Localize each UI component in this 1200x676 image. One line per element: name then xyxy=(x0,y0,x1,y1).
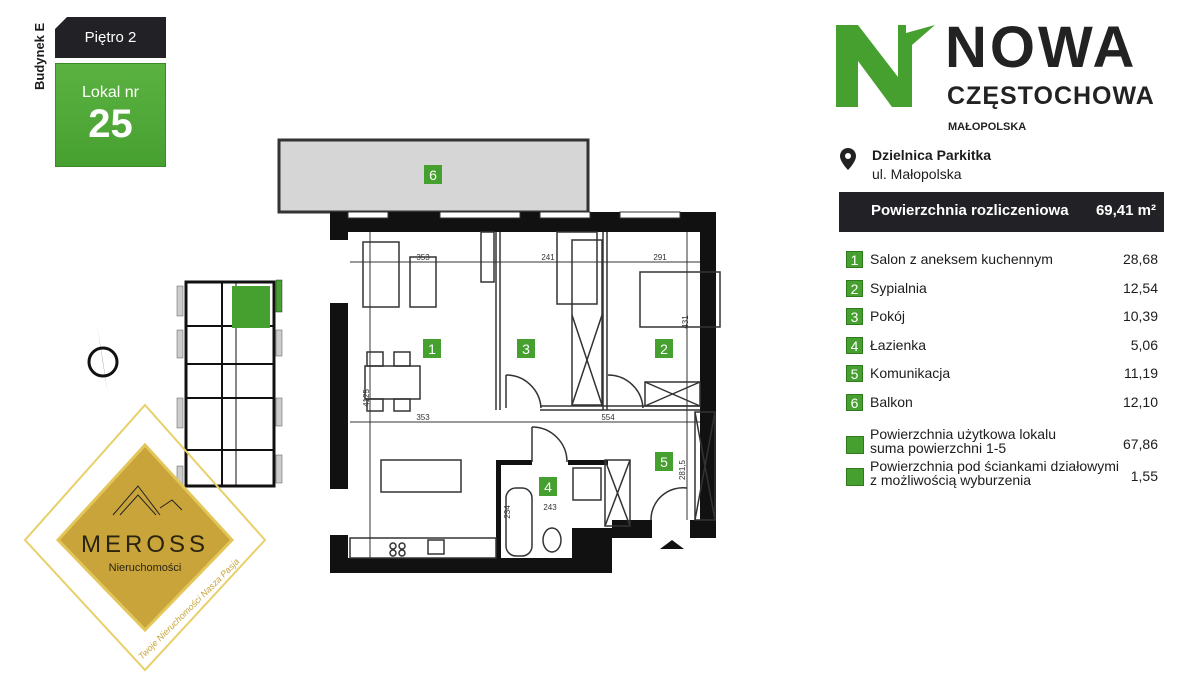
summary-area: 67,86 xyxy=(1122,436,1158,452)
building-key-plan xyxy=(176,279,283,488)
room-number-badge: 6 xyxy=(846,394,863,411)
district: Dzielnica Parkitka xyxy=(872,147,992,163)
room-area: 5,06 xyxy=(1130,337,1158,353)
unit-badge: Lokal nr 25 xyxy=(55,63,166,167)
summary-line1: Powierzchnia użytkowa lokalu xyxy=(870,426,1056,442)
room-number-badge: 1 xyxy=(846,251,863,268)
room-name: Balkon xyxy=(870,394,913,410)
dimension: 234 xyxy=(503,505,512,519)
meross-watermark: MEROSS Nieruchomości Twoje Nieruchomości… xyxy=(23,403,267,672)
dimension: 241 xyxy=(541,253,555,262)
room-label-4: 4 xyxy=(544,479,552,495)
room-area: 11,19 xyxy=(1124,365,1158,381)
room-label-1: 1 xyxy=(428,341,436,357)
room-area: 28,68 xyxy=(1122,251,1158,267)
watermark-sub: Nieruchomości xyxy=(109,562,182,574)
location-pin-icon xyxy=(840,148,856,170)
summary-line2: suma powierzchni 1-5 xyxy=(870,440,1007,456)
dimension: 243 xyxy=(543,503,557,512)
floor-plan: 1 2 3 4 5 6 353 241 291 431 353 554 243 … xyxy=(23,138,721,672)
room-number-badge: 3 xyxy=(846,308,863,325)
unit-label: Lokal nr xyxy=(82,84,139,101)
floor-label: Piętro 2 xyxy=(55,17,166,58)
total-area-bar: Powierzchnia rozliczeniowa 69,41 m² xyxy=(839,192,1164,232)
compass-icon xyxy=(87,325,119,395)
legend-row: 5 Komunikacja 11,19 xyxy=(846,364,1158,384)
summary-line2: z możliwością wyburzenia xyxy=(870,472,1032,488)
summary-line1: Powierzchnia pod ściankami działowymi xyxy=(870,458,1119,474)
unit-number: 25 xyxy=(88,102,133,146)
brand-region: MAŁOPOLSKA xyxy=(948,121,1027,133)
summary-area: 1,55 xyxy=(1130,468,1158,484)
walls xyxy=(330,212,716,573)
legend-row: 2 Sypialnia 12,54 xyxy=(846,279,1158,299)
room-name: Salon z aneksem kuchennym xyxy=(870,251,1053,267)
room-label-3: 3 xyxy=(522,341,530,357)
watermark-name: MEROSS xyxy=(81,531,209,558)
brand-name: NOWA xyxy=(945,15,1138,80)
room-area: 12,10 xyxy=(1122,394,1158,410)
room-number-badge: 2 xyxy=(846,280,863,297)
dimension: 353 xyxy=(416,253,430,262)
legend-row: 6 Balkon 12,10 xyxy=(846,393,1158,413)
room-area: 12,54 xyxy=(1122,280,1158,296)
room-name: Sypialnia xyxy=(870,280,927,296)
street: ul. Małopolska xyxy=(872,166,962,182)
room-label-2: 2 xyxy=(660,341,668,357)
brand-city: CZĘSTOCHOWA xyxy=(947,82,1155,110)
room-name: Komunikacja xyxy=(870,365,951,381)
total-area-value: 69,41 m² xyxy=(1095,202,1156,219)
total-area-label: Powierzchnia rozliczeniowa xyxy=(871,202,1069,219)
entrance-arrow-icon xyxy=(660,540,684,549)
room-label-6: 6 xyxy=(429,167,437,183)
legend-row: 4 Łazienka 5,06 xyxy=(846,336,1158,356)
room-number-badge: 5 xyxy=(846,365,863,382)
dimension: 291 xyxy=(653,253,667,262)
summary-swatch xyxy=(846,468,864,486)
dimension: 431 xyxy=(681,315,690,329)
partitions xyxy=(349,231,721,559)
room-label-5: 5 xyxy=(660,454,668,470)
legend-row: 3 Pokój 10,39 xyxy=(846,307,1158,327)
room-name: Łazienka xyxy=(870,337,927,353)
room-area: 10,39 xyxy=(1122,308,1158,324)
room-name: Pokój xyxy=(870,308,906,324)
brand-logo-icon xyxy=(836,25,935,107)
legend-row: 1 Salon z aneksem kuchennym 28,68 xyxy=(846,250,1158,270)
dimension: 281,5 xyxy=(678,459,687,480)
dimension: 353 xyxy=(416,413,430,422)
dimension: 554 xyxy=(601,413,615,422)
room-number-badge: 4 xyxy=(846,337,863,354)
dimension: 4125 xyxy=(362,389,371,407)
summary-swatch xyxy=(846,436,864,454)
